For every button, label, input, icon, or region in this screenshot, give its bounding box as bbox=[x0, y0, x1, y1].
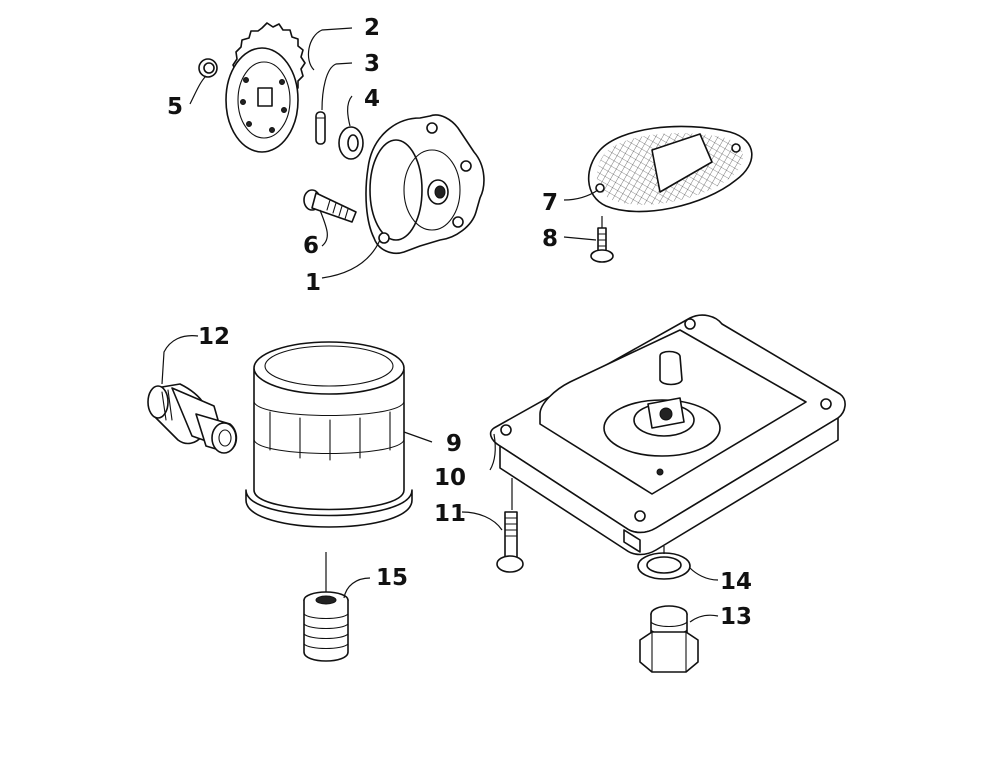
drive-gear-part bbox=[225, 22, 306, 153]
drain-washer-part bbox=[637, 552, 691, 580]
callout-11: 11 bbox=[434, 501, 466, 527]
callouts: 1 2 3 4 5 6 7 8 9 10 11 12 13 14 15 bbox=[167, 15, 752, 630]
callout-3: 3 bbox=[364, 51, 380, 77]
oil-strainer-screen-part bbox=[587, 125, 753, 213]
callout-5: 5 bbox=[167, 94, 183, 120]
dowel-pin-part bbox=[315, 111, 326, 145]
callout-6: 6 bbox=[303, 233, 319, 259]
oil-filter-part bbox=[245, 341, 413, 528]
callout-1: 1 bbox=[305, 270, 321, 296]
drain-plug-part bbox=[639, 605, 699, 673]
oil-pump-housing-part bbox=[365, 114, 485, 254]
pan-bolt-part bbox=[496, 511, 524, 573]
callout-14: 14 bbox=[720, 569, 752, 595]
oil-pan-part bbox=[489, 314, 846, 556]
callout-9: 9 bbox=[446, 431, 462, 457]
callout-2: 2 bbox=[364, 15, 380, 41]
snap-ring-part bbox=[198, 58, 218, 78]
callout-12: 12 bbox=[198, 324, 230, 350]
callout-4: 4 bbox=[364, 86, 380, 112]
oil-pressure-switch-part bbox=[147, 383, 238, 454]
leader-lines bbox=[161, 27, 719, 623]
callout-13: 13 bbox=[720, 604, 752, 630]
pump-bolt-part bbox=[303, 189, 357, 223]
callout-7: 7 bbox=[542, 190, 558, 216]
washer-part bbox=[338, 126, 364, 160]
callout-8: 8 bbox=[542, 226, 558, 252]
callout-15: 15 bbox=[376, 565, 408, 591]
filter-fitting-part bbox=[303, 591, 349, 662]
callout-10: 10 bbox=[434, 465, 466, 491]
strainer-screw-part bbox=[590, 227, 614, 263]
